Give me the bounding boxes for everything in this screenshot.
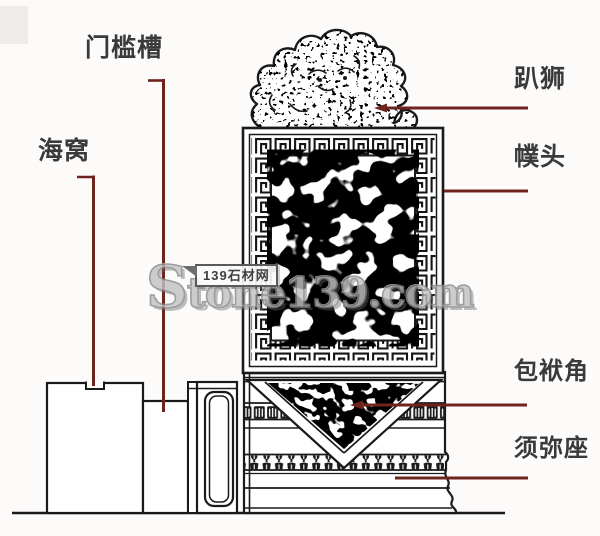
label-sea-socket: 海窝 [38,137,91,165]
meander-border [251,136,436,361]
leader-wrapped-corner-arrow [350,400,363,410]
sill-block [45,381,145,515]
leader-lines [77,79,528,480]
sea-socket-notch [85,381,105,390]
label-futou-head: 幞头 [514,143,567,171]
label-wrapped-corner: 包袱角 [514,358,589,385]
lion-figure [249,28,419,130]
carved-panel [274,158,412,338]
scan-smudge [0,6,28,44]
leader-crouching-lion-arrow [374,103,387,113]
door-frame-post [187,380,239,515]
lion-detail-lines [268,55,361,114]
label-sumeru-base: 须弥座 [514,435,589,462]
drum-frame [241,126,445,375]
threshold-block [141,399,190,515]
post-panel-inner [208,395,230,503]
label-door-sill-groove: 门槛槽 [85,34,164,62]
label-crouching-lion: 趴狮 [514,65,567,93]
